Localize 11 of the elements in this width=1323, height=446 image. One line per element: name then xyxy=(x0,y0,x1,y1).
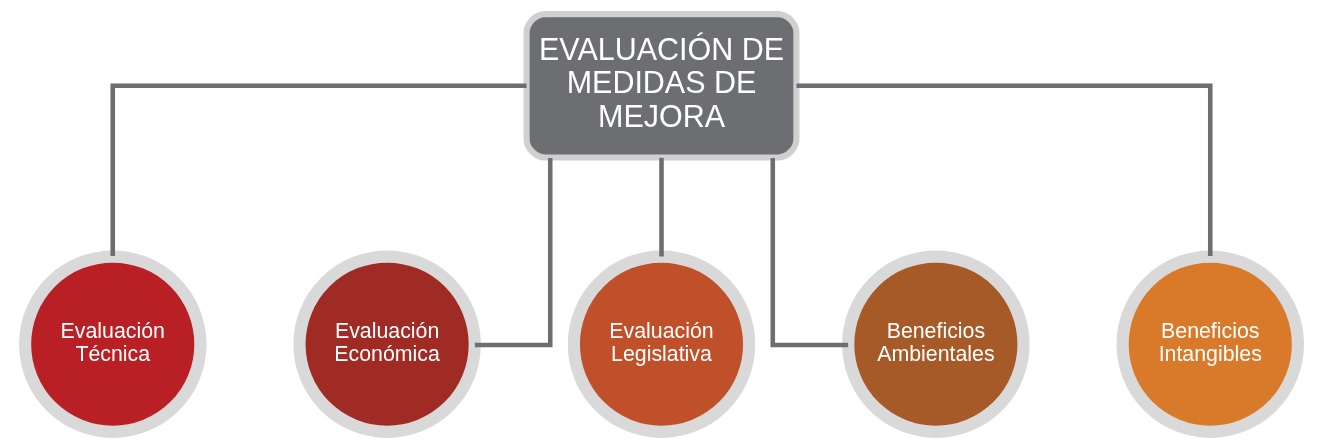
connector xyxy=(659,157,664,257)
connector xyxy=(474,158,553,348)
node-circle: Beneficios Intangibles xyxy=(1116,250,1304,438)
connector xyxy=(110,83,527,256)
connector xyxy=(796,83,1213,256)
node-box: EVALUACIÓN DE MEDIDAS DE MEJORA xyxy=(523,11,800,161)
node-circle: Beneficios Ambientales xyxy=(842,250,1030,438)
node-circle: Evaluación Legislativa xyxy=(567,250,756,438)
node-circle: Evaluación Técnica xyxy=(19,250,207,438)
connector xyxy=(770,158,849,348)
node-circle: Evaluación Económica xyxy=(293,250,481,438)
